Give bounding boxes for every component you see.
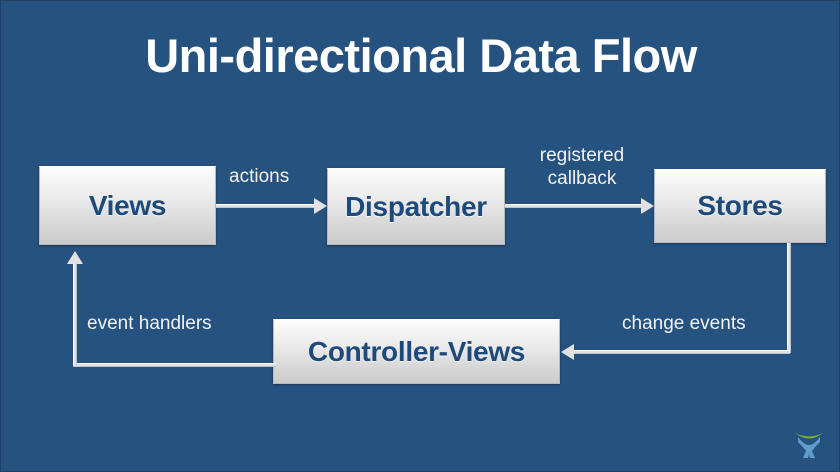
logo-arc-icon: [795, 433, 823, 439]
node-controller-views[interactable]: Controller-Views: [273, 319, 560, 384]
node-stores[interactable]: Stores: [654, 169, 826, 243]
node-dispatcher-label: Dispatcher: [345, 190, 487, 222]
edge-views-to-dispatcher-line: [216, 204, 314, 208]
edge-dispatcher-to-stores-line: [505, 204, 641, 208]
node-dispatcher[interactable]: Dispatcher: [327, 168, 505, 245]
page-title: Uni-directional Data Flow: [145, 29, 697, 82]
edge-controller-views-to-views-arrowhead-icon: [67, 251, 83, 264]
edge-label-registered-callback: registered callback: [520, 144, 644, 190]
node-controller-views-label: Controller-Views: [307, 335, 526, 367]
node-views-label: Views: [88, 189, 167, 221]
logo-figure-icon: [798, 437, 820, 458]
node-views[interactable]: Views: [39, 166, 216, 245]
brand-logo: [790, 425, 828, 463]
edge-controller-views-to-views-horizontal: [73, 363, 276, 367]
edge-dispatcher-to-stores-arrowhead-icon: [641, 198, 654, 214]
edge-stores-to-controller-views-arrowhead-icon: [561, 344, 574, 360]
edge-label-event-handlers: event handlers: [87, 313, 212, 334]
node-stores-label: Stores: [697, 190, 783, 221]
edge-label-registered-callback-line2: callback: [547, 168, 617, 189]
edge-label-actions: actions: [229, 166, 290, 187]
edge-label-registered-callback-line1: registered: [539, 145, 625, 166]
edge-label-change-events: change events: [622, 313, 746, 334]
edge-views-to-dispatcher-arrowhead-icon: [314, 198, 327, 214]
edge-controller-views-to-views-vertical: [73, 264, 77, 365]
edge-stores-to-controller-views-vertical: [787, 243, 791, 353]
edge-stores-to-controller-views-horizontal: [574, 350, 790, 354]
